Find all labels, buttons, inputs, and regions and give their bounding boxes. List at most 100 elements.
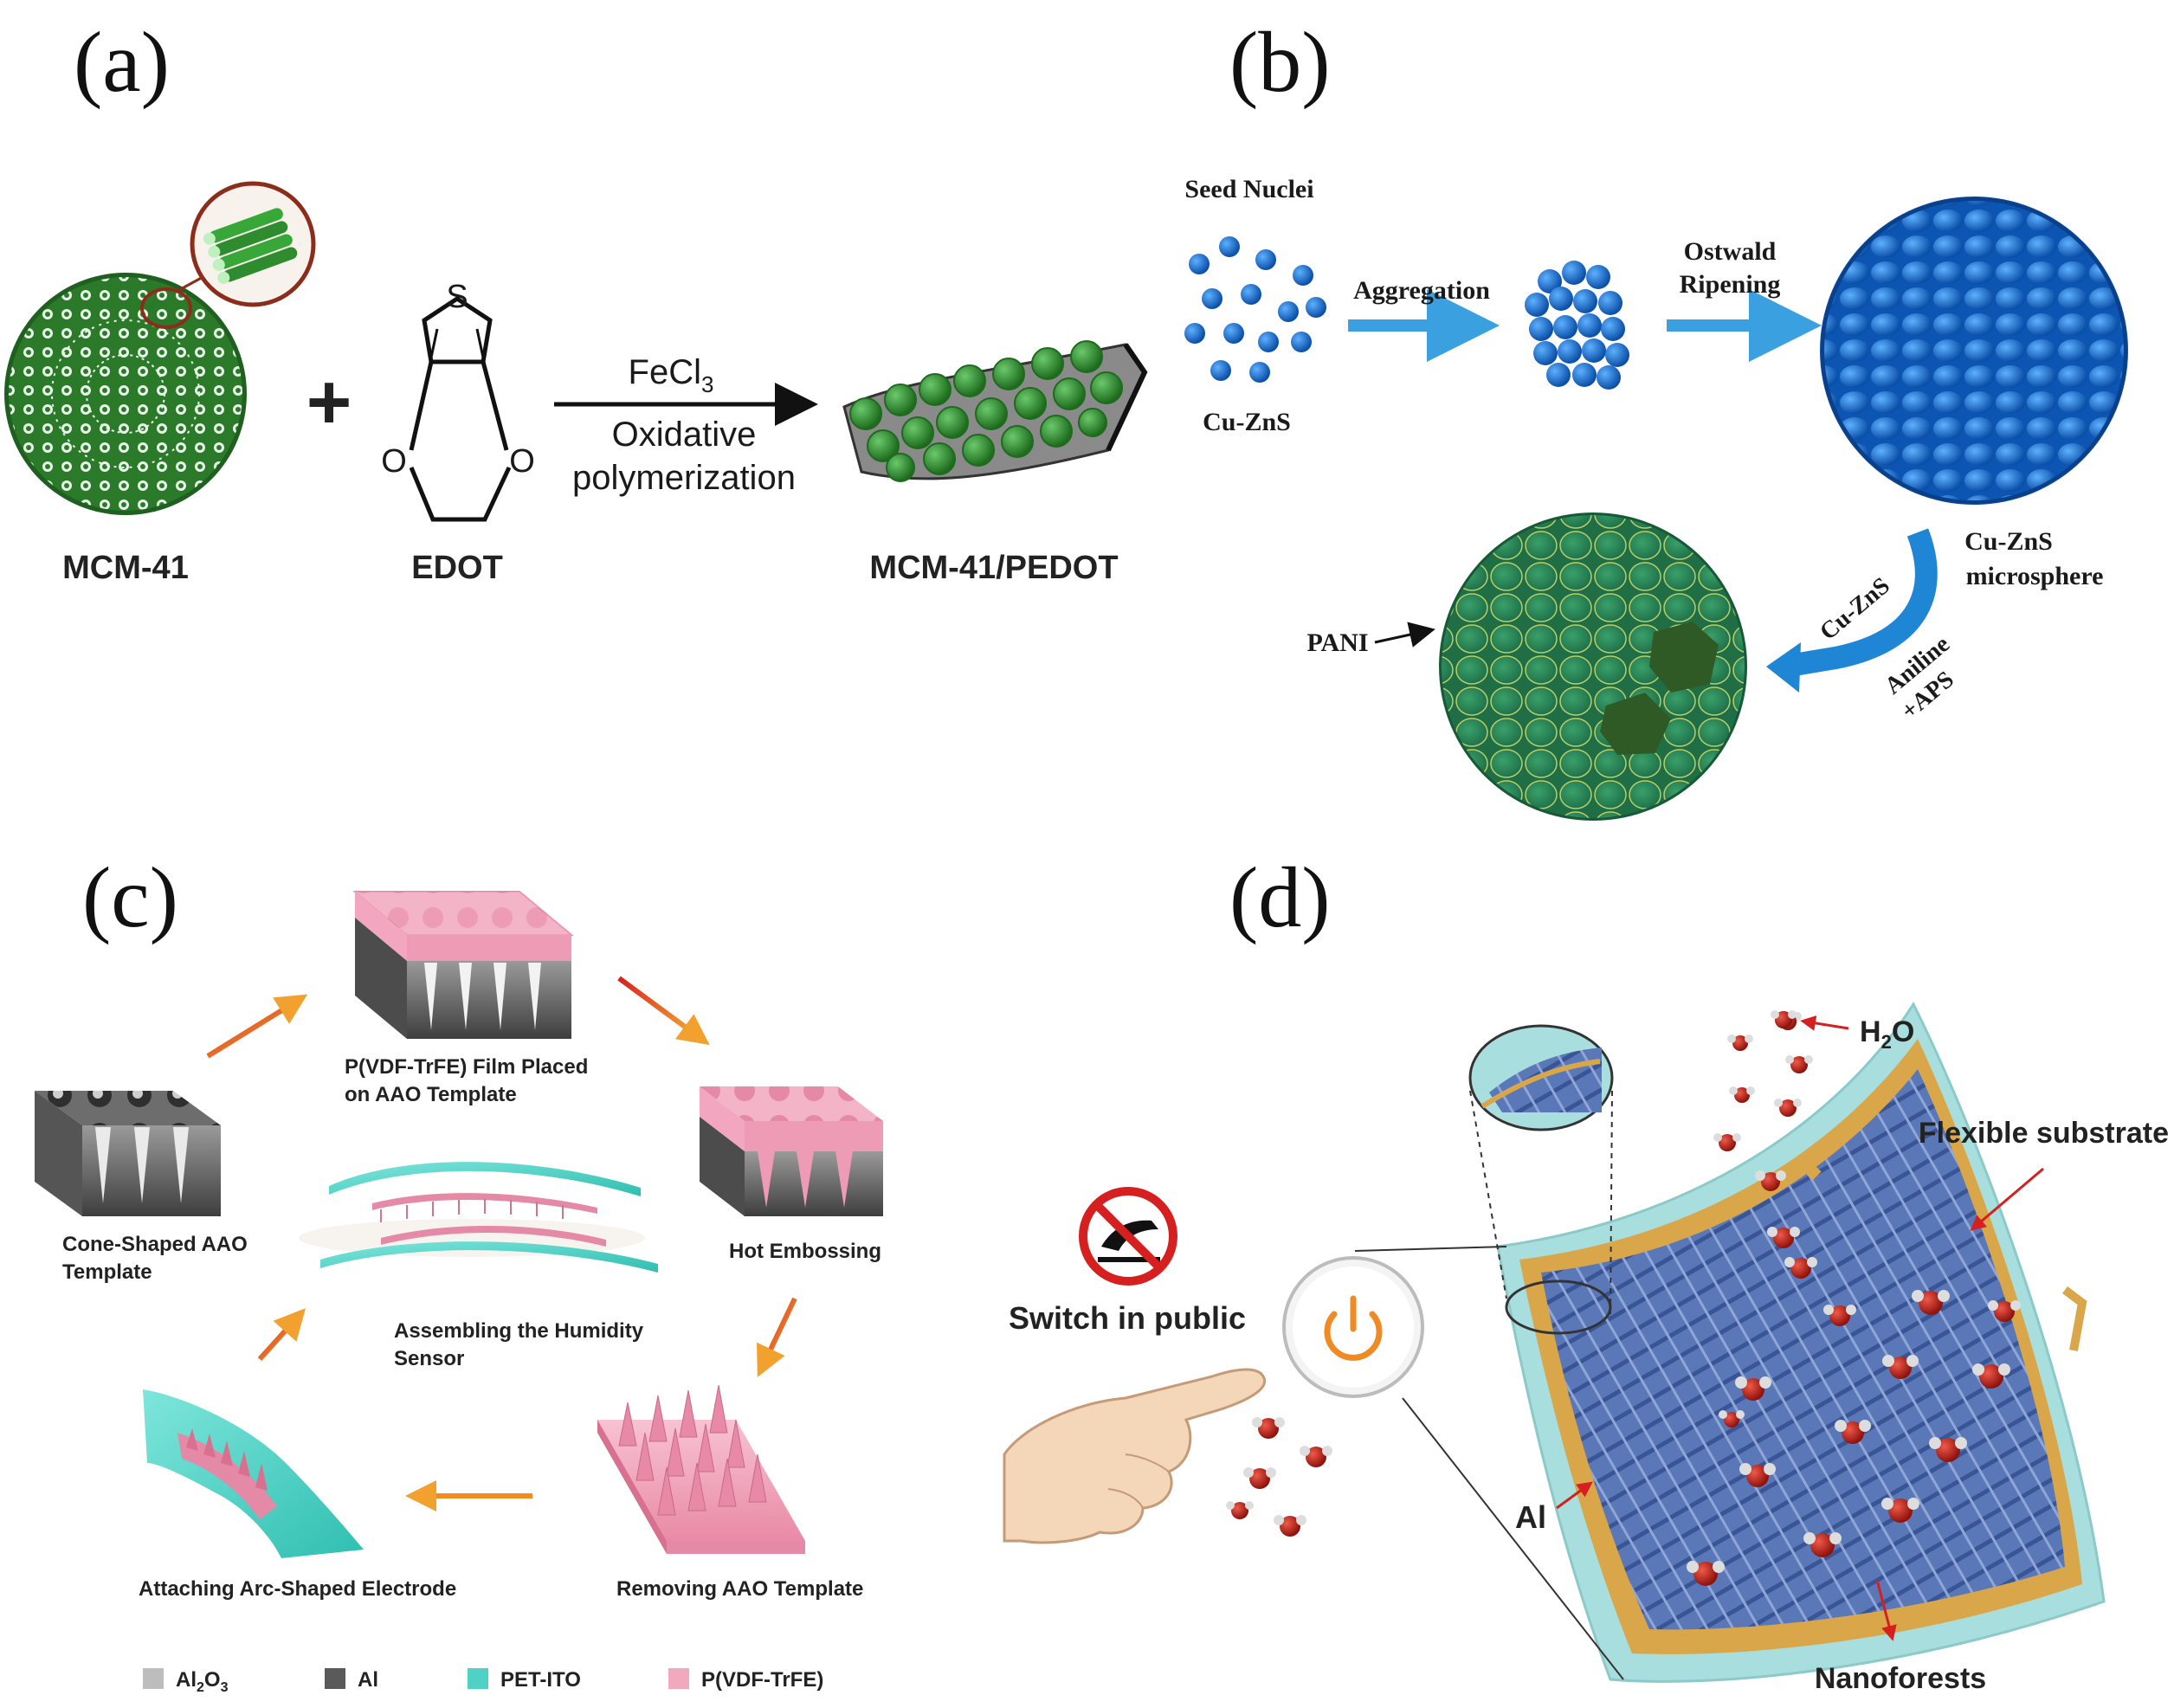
water-molecule xyxy=(1243,1467,1276,1489)
water-molecule xyxy=(1774,1099,1802,1117)
edot-structure xyxy=(409,296,512,522)
sulfur-atom: S xyxy=(446,279,468,315)
nanoforests-label: Nanoforests xyxy=(1815,1662,1986,1695)
step-film-label-1: P(VDF-TrFE) Film Placed xyxy=(345,1055,588,1079)
pani-pointer xyxy=(1374,622,1435,648)
h2o-molecule-icon xyxy=(1771,1010,1797,1028)
water-molecule xyxy=(1300,1446,1332,1467)
mesopore-inset xyxy=(190,181,316,307)
mcm41-label: MCM-41 xyxy=(62,550,189,586)
aggregation-label: Aggregation xyxy=(1353,276,1490,305)
substrate-pointer xyxy=(1970,1167,2044,1231)
legend-label-al: Al xyxy=(358,1668,378,1692)
attaching-electrode-device xyxy=(143,1389,364,1558)
water-molecule xyxy=(1727,1034,1753,1051)
removed-pvdf-cones xyxy=(597,1384,805,1554)
water-molecule xyxy=(1274,1515,1306,1537)
nanoforests-pointer xyxy=(1875,1579,1897,1641)
step-cone-label-2: Template xyxy=(62,1260,152,1284)
ostwald-label-2: Ripening xyxy=(1680,270,1781,299)
step-remove-label: Removing AAO Template xyxy=(616,1577,863,1601)
water-near-finger xyxy=(1226,1417,1332,1537)
al-pointer xyxy=(1556,1481,1593,1510)
zoom-line-bottom xyxy=(1402,1397,1624,1680)
flexible-substrate xyxy=(1496,1001,2106,1683)
water-molecule xyxy=(1881,1498,1919,1523)
water-molecule xyxy=(1767,1227,1800,1248)
flexible-substrate-label: Flexible substrate xyxy=(1919,1117,2169,1150)
water-molecule xyxy=(1929,1437,1967,1462)
legend-label-al2o3: Al2O3 xyxy=(176,1668,229,1695)
oxygen-atom-left: O xyxy=(381,443,407,480)
legend-label-pvdf: P(VDF-TrFE) xyxy=(701,1668,823,1692)
arrow-cone-to-film xyxy=(206,994,308,1059)
finger-hand xyxy=(1003,1368,1267,1544)
power-button[interactable] xyxy=(1282,1256,1424,1398)
water-molecule xyxy=(1729,1086,1755,1103)
switch-in-public-label: Switch in public xyxy=(1009,1300,1246,1336)
arrow-hot-to-remove xyxy=(757,1297,797,1377)
legend-swatch-pvdf xyxy=(668,1668,689,1689)
water-molecule xyxy=(1988,1300,2021,1322)
arrow-attach-to-assemble xyxy=(257,1308,306,1362)
seed-nuclei-label: Seed Nuclei xyxy=(1184,175,1313,203)
power-icon xyxy=(1324,1295,1383,1361)
coating-arrow-head xyxy=(1766,642,1801,693)
water-molecule xyxy=(1739,1463,1776,1487)
reaction-polymerization: polymerization xyxy=(572,459,796,497)
hot-embossing-block xyxy=(700,1086,883,1216)
panel-label-c: (c) xyxy=(82,849,178,945)
cu-zns-label: Cu-ZnS xyxy=(1203,408,1291,436)
water-molecule xyxy=(1226,1501,1254,1519)
legend-swatch-al2o3 xyxy=(143,1668,164,1689)
legend: Al2O3 Al PET-ITO P(VDF-TrFE) xyxy=(143,1668,823,1695)
h2o-pointer xyxy=(1800,1015,1849,1031)
pedot-film xyxy=(842,340,1148,482)
water-molecule xyxy=(1835,1420,1871,1444)
pvdf-film-on-aao xyxy=(352,891,574,1039)
plus-sign: + xyxy=(306,359,352,446)
panel-label-b: (b) xyxy=(1229,14,1331,110)
legend-swatch-al xyxy=(325,1668,345,1689)
step-assemble-label-1: Assembling the Humidity xyxy=(394,1319,644,1343)
pani-label: PANI xyxy=(1306,628,1368,657)
zoom-region xyxy=(140,287,192,329)
step-film-label-2: on AAO Template xyxy=(345,1083,517,1106)
cu-zns-microsphere xyxy=(1820,197,2128,505)
water-molecule xyxy=(1882,1355,1919,1379)
coating-arrow xyxy=(1781,528,1938,678)
step-hot-label: Hot Embossing xyxy=(729,1240,881,1263)
water-molecule xyxy=(1912,1290,1950,1315)
water-molecule xyxy=(1823,1305,1856,1326)
legend-swatch-pet-ito xyxy=(468,1668,488,1689)
water-molecule xyxy=(1735,1376,1771,1401)
water-molecule xyxy=(1784,1257,1817,1279)
microsphere-label-1: Cu-ZnS xyxy=(1964,527,2053,556)
seed-nuclei-dots xyxy=(1184,236,1326,383)
water-molecule xyxy=(1785,1055,1813,1073)
water-molecule xyxy=(1687,1561,1725,1586)
microsphere-label-2: microsphere xyxy=(1966,562,2104,590)
ostwald-label-1: Ostwald xyxy=(1684,237,1777,266)
edot-label: EDOT xyxy=(411,550,503,586)
assembling-sensor-layers xyxy=(299,1162,658,1273)
water-molecule xyxy=(1972,1363,2010,1389)
magnifier-lens xyxy=(1468,1024,1614,1335)
step-attach-label: Attaching Arc-Shaped Electrode xyxy=(139,1577,456,1601)
zoom-line-top xyxy=(1354,1246,1507,1252)
no-touch-sign-icon xyxy=(1079,1187,1177,1286)
pani-coated-sphere xyxy=(1439,512,1747,821)
mcm41-particle xyxy=(4,273,247,515)
reaction-oxidative: Oxidative xyxy=(612,416,757,454)
oxygen-atom-right: O xyxy=(509,443,535,480)
reagent-fecl3: FeCl3 xyxy=(629,353,714,397)
product-label: MCM-41/PEDOT xyxy=(869,550,1118,586)
water-molecule xyxy=(1755,1170,1786,1191)
h2o-label: H2O xyxy=(1860,1015,1914,1053)
water-molecule xyxy=(1803,1532,1842,1557)
al-label: Al xyxy=(1515,1499,1546,1535)
water-molecule xyxy=(1713,1133,1741,1151)
panel-label-d: (d) xyxy=(1229,849,1331,945)
water-molecule xyxy=(1252,1417,1285,1439)
